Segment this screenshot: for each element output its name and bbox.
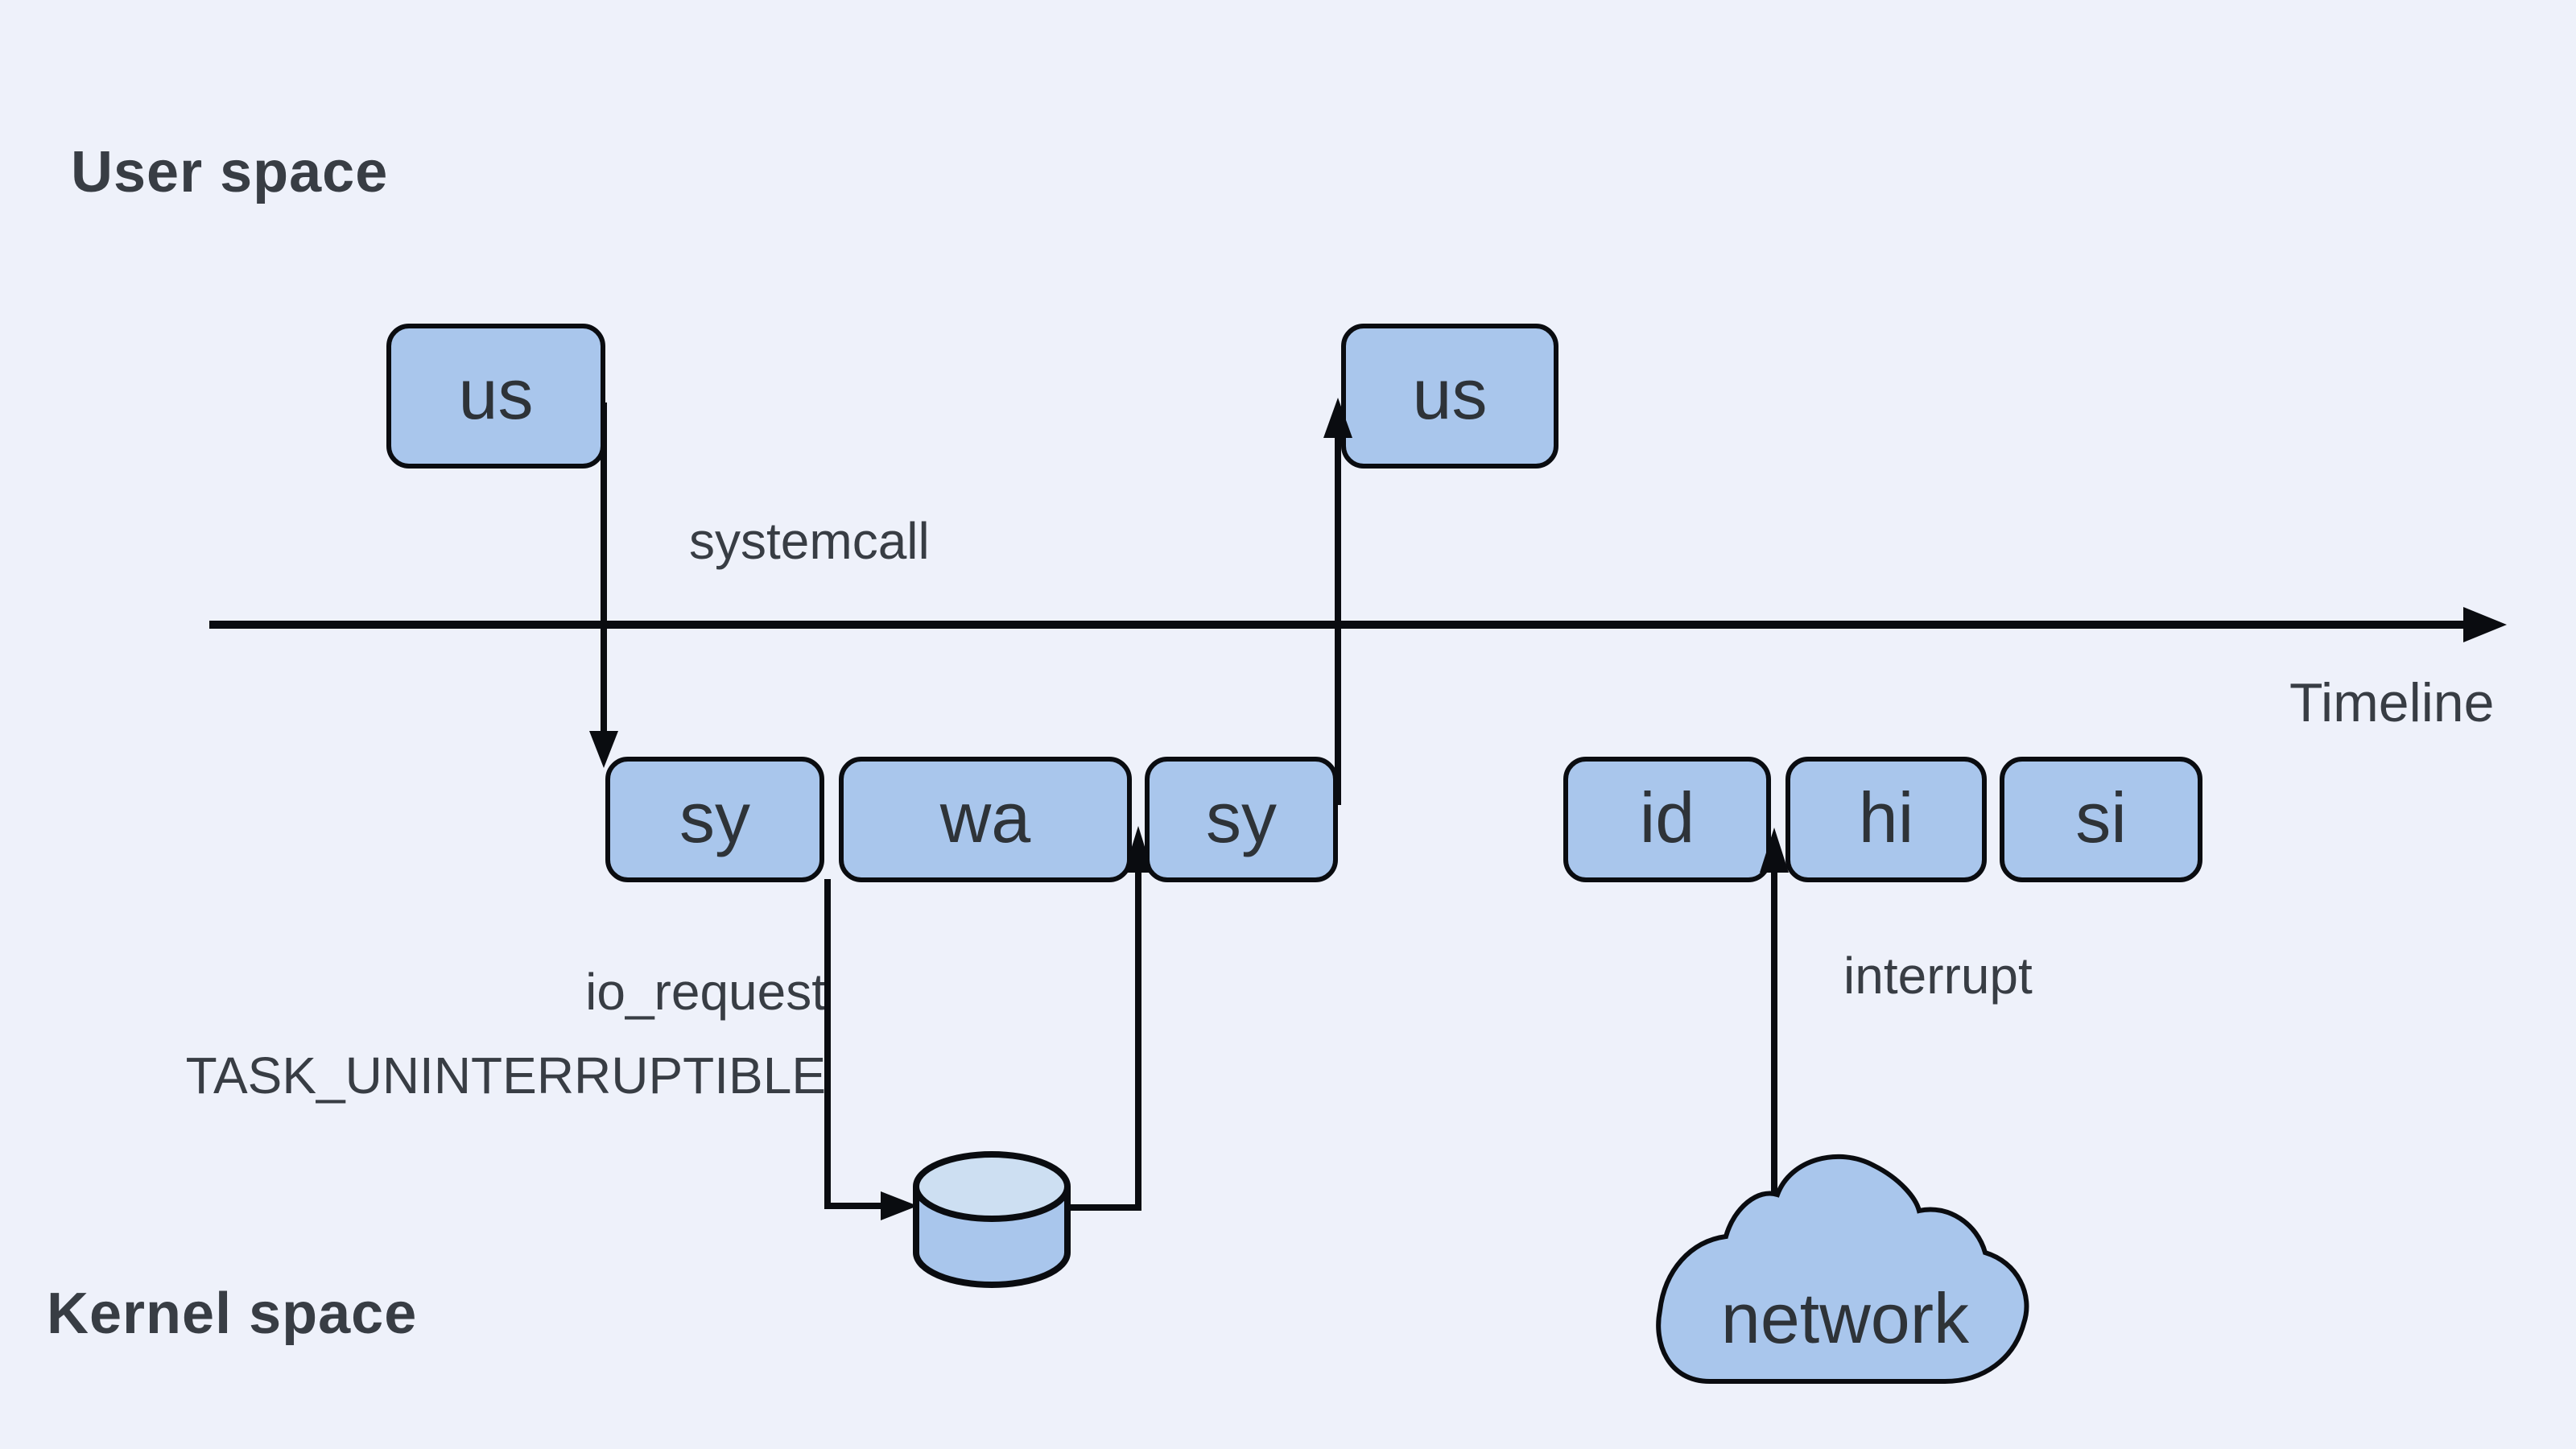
timeline-label: Timeline [2289,673,2495,734]
box-us-2: us [1341,324,1558,469]
box-hi: hi [1785,757,1987,882]
kernel-space-title: Kernel space [47,1280,418,1346]
box-id: id [1563,757,1771,882]
systemcall-label: systemcall [689,512,930,570]
box-sy-2: sy [1145,757,1338,882]
disk-return-arrow-icon [1063,826,1153,1211]
task-uninterruptible-label: TASK_UNINTERRUPTIBLE [185,1046,826,1104]
user-space-title: User space [71,138,389,204]
box-si: si [2000,757,2202,882]
box-wa: wa [839,757,1132,882]
interrupt-label: interrupt [1843,947,2033,1005]
box-us-1: us [386,324,605,469]
io-request-label: io_request [585,963,826,1021]
network-cloud-label: network [1720,1280,1970,1359]
interrupt-arrow-icon [1760,828,1789,1220]
disk-cylinder-icon [913,1151,1071,1288]
timeline-arrow-icon [209,607,2507,642]
box-sy-1: sy [605,757,824,882]
io-request-arrow-icon [824,879,918,1220]
